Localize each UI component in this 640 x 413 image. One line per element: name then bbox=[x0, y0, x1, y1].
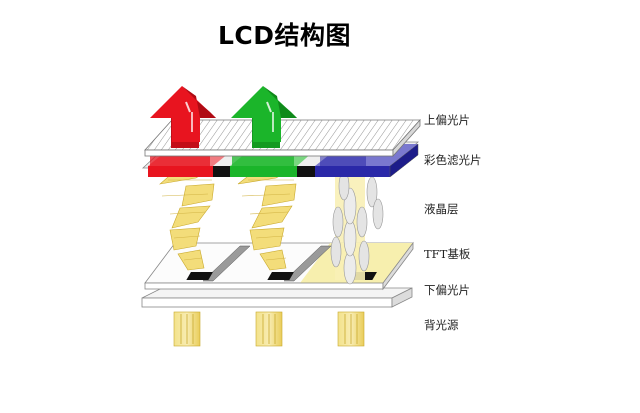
backlight-beam bbox=[337, 311, 365, 347]
backlight-beams bbox=[173, 311, 365, 347]
backlight-beam bbox=[255, 311, 283, 347]
liquid-crystal-molecules bbox=[155, 159, 384, 285]
label-lower-polarizer: 下偏光片 bbox=[424, 283, 470, 297]
label-backlight: 背光源 bbox=[424, 318, 459, 332]
upper-polarizer-panel bbox=[144, 118, 421, 158]
label-liquid-crystal: 液晶层 bbox=[424, 202, 459, 216]
label-color-filter: 彩色滤光片 bbox=[424, 153, 482, 167]
diagram-title: LCD结构图 bbox=[218, 21, 352, 50]
green-output-arrow bbox=[231, 86, 297, 148]
label-upper-polarizer: 上偏光片 bbox=[424, 113, 470, 127]
backlight-beam bbox=[173, 311, 201, 347]
label-tft-substrate: TFT基板 bbox=[424, 247, 471, 261]
lower-polarizer-panel bbox=[141, 287, 413, 308]
lc-aligned-column bbox=[330, 170, 384, 285]
red-output-arrow bbox=[150, 86, 216, 148]
